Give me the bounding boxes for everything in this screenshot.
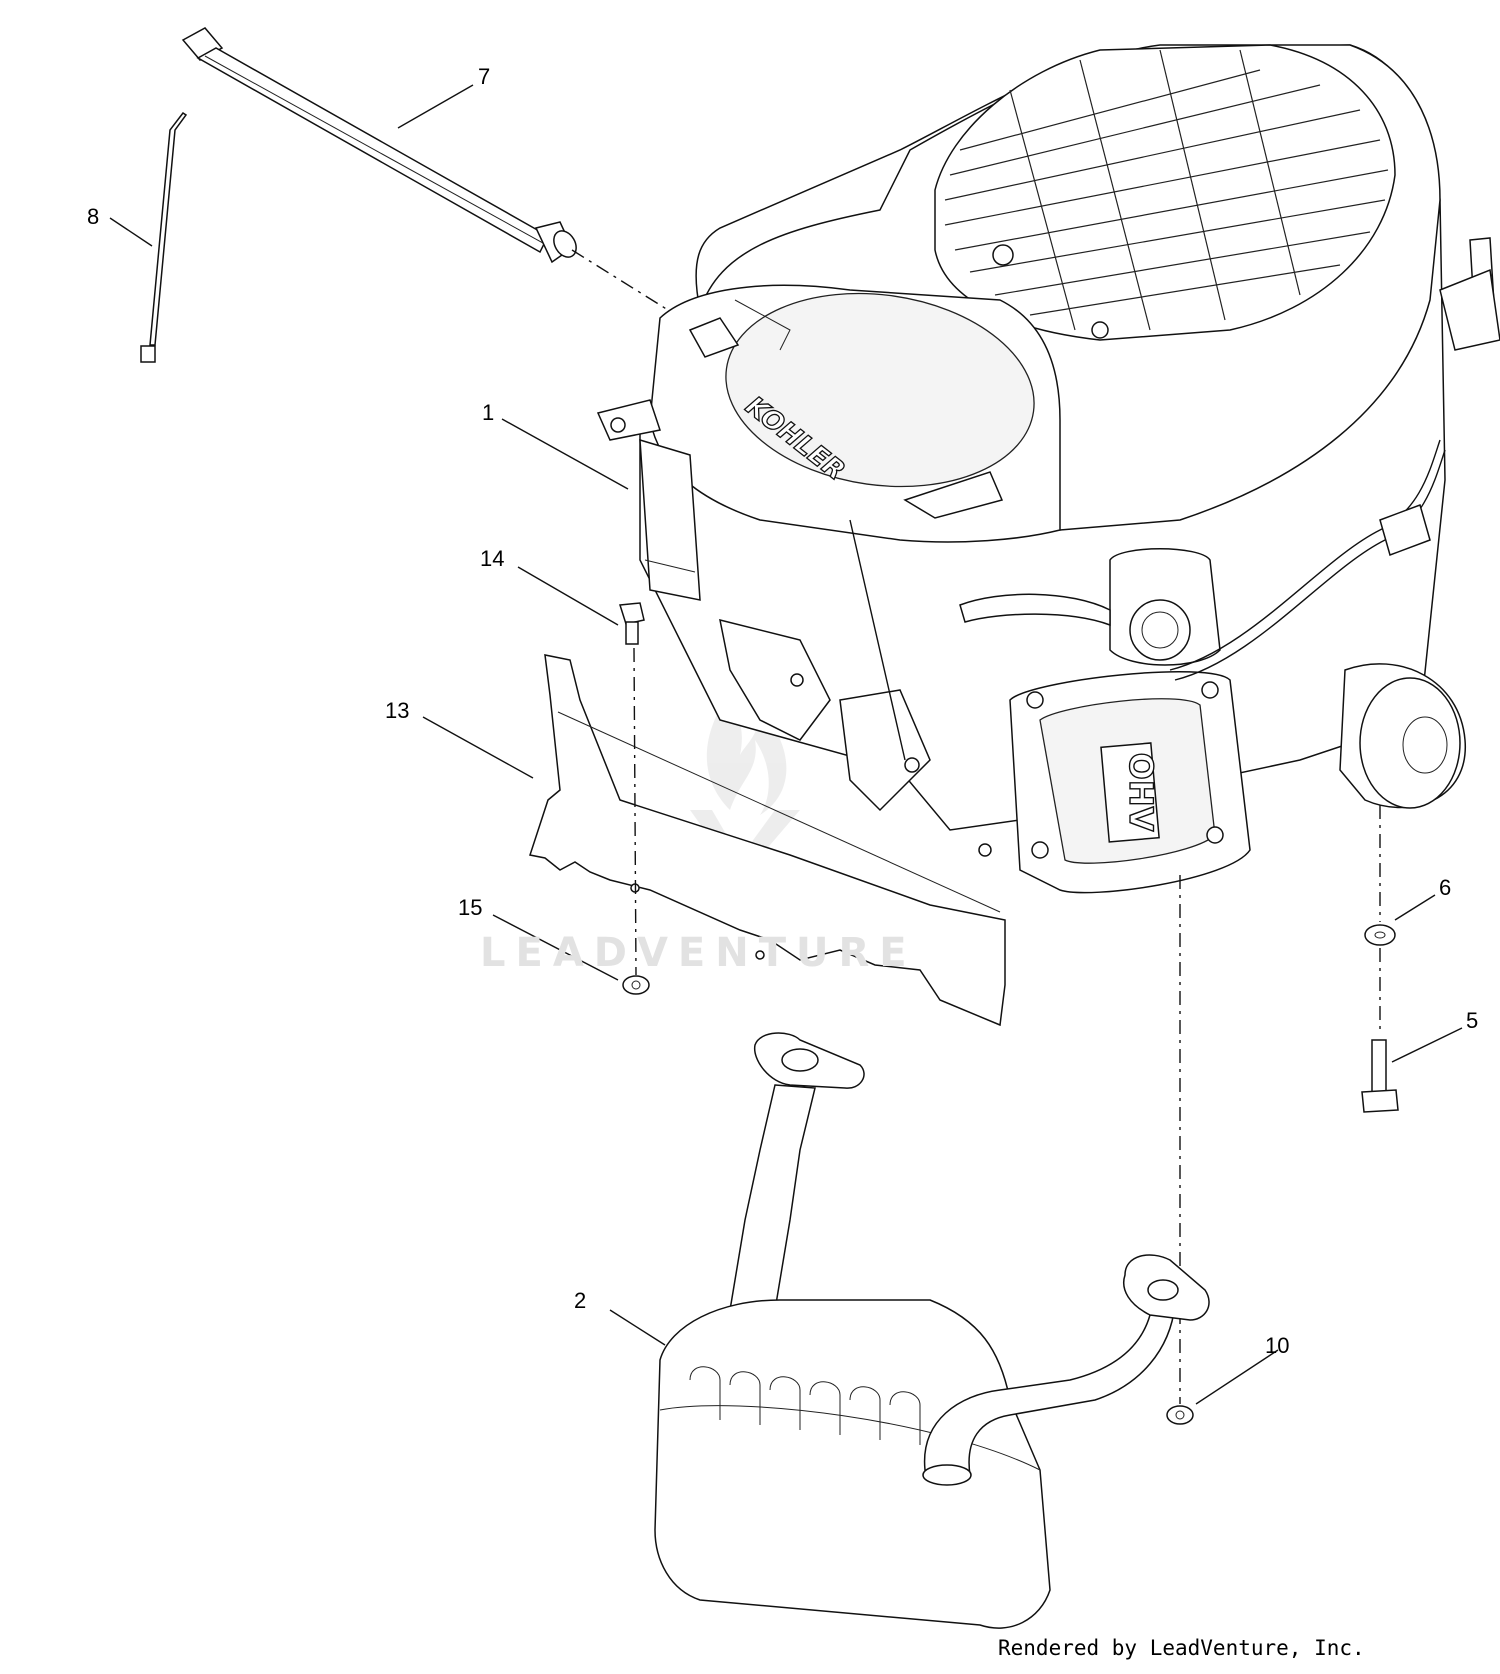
footer-credit: Rendered by LeadVenture, Inc. [998,1636,1365,1660]
nut-part-10[interactable] [1166,1405,1194,1425]
tube-part-7[interactable] [181,27,581,264]
callout-2: 2 [574,1288,587,1313]
callout-14: 14 [480,546,505,571]
callout-13: 13 [385,698,410,723]
leader-lines [109,84,1463,1405]
callout-8: 8 [87,204,100,229]
cable-tie-part-8[interactable] [140,111,188,363]
svg-text:OHV: OHV [1122,753,1160,832]
valve-cover-label: OHV [1100,742,1161,843]
bolt-part-5[interactable] [1361,1039,1399,1113]
bolt-part-14[interactable] [619,602,645,645]
callout-5: 5 [1466,1008,1479,1033]
washer-part-6[interactable] [1364,924,1396,946]
callout-6: 6 [1439,875,1452,900]
watermark-text: LEADVENTURE [480,930,917,976]
engine-part-1[interactable]: OHV KOHLER [596,44,1500,894]
callout-1: 1 [482,400,495,425]
nut-part-15[interactable] [622,975,650,995]
callout-7: 7 [478,64,491,89]
callout-10: 10 [1265,1333,1290,1358]
engine-grille [934,44,1396,341]
callout-15: 15 [458,895,483,920]
muffler-part-2[interactable] [654,1032,1210,1629]
